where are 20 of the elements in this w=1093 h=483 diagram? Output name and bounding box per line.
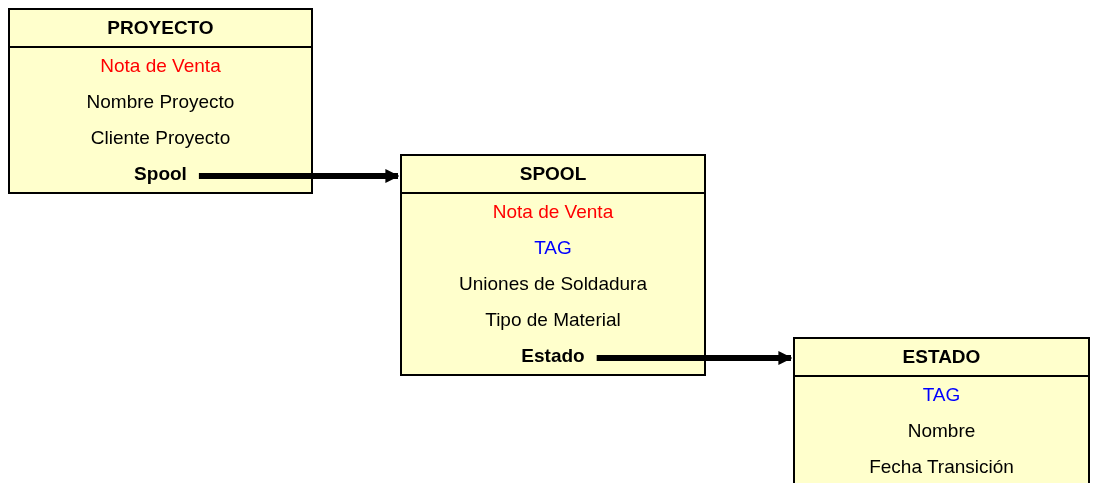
field-name: Cliente Proyecto [90,126,231,150]
arrow [596,351,793,365]
table-header: ESTADO [795,339,1088,377]
field-name: Nombre [907,419,976,443]
field-name: Fecha Transición [869,455,1014,479]
table-header: PROYECTO [10,10,311,48]
field-name: Nombre Proyecto [86,90,235,114]
field-name: Spool [134,162,187,186]
table-header: SPOOL [402,156,704,194]
entity-table [400,154,706,376]
arrow [198,169,400,183]
field-name: Nota de Venta [492,200,614,224]
field-name: Tipo de Material [485,308,621,332]
field-name: TAG [922,383,961,407]
entity-table [793,337,1090,483]
field-name: TAG [534,236,572,260]
field-name: Uniones de Soldadura [459,272,647,296]
field-name: Estado [521,344,585,368]
entity-table [8,8,313,194]
field-name: Nota de Venta [100,54,221,78]
